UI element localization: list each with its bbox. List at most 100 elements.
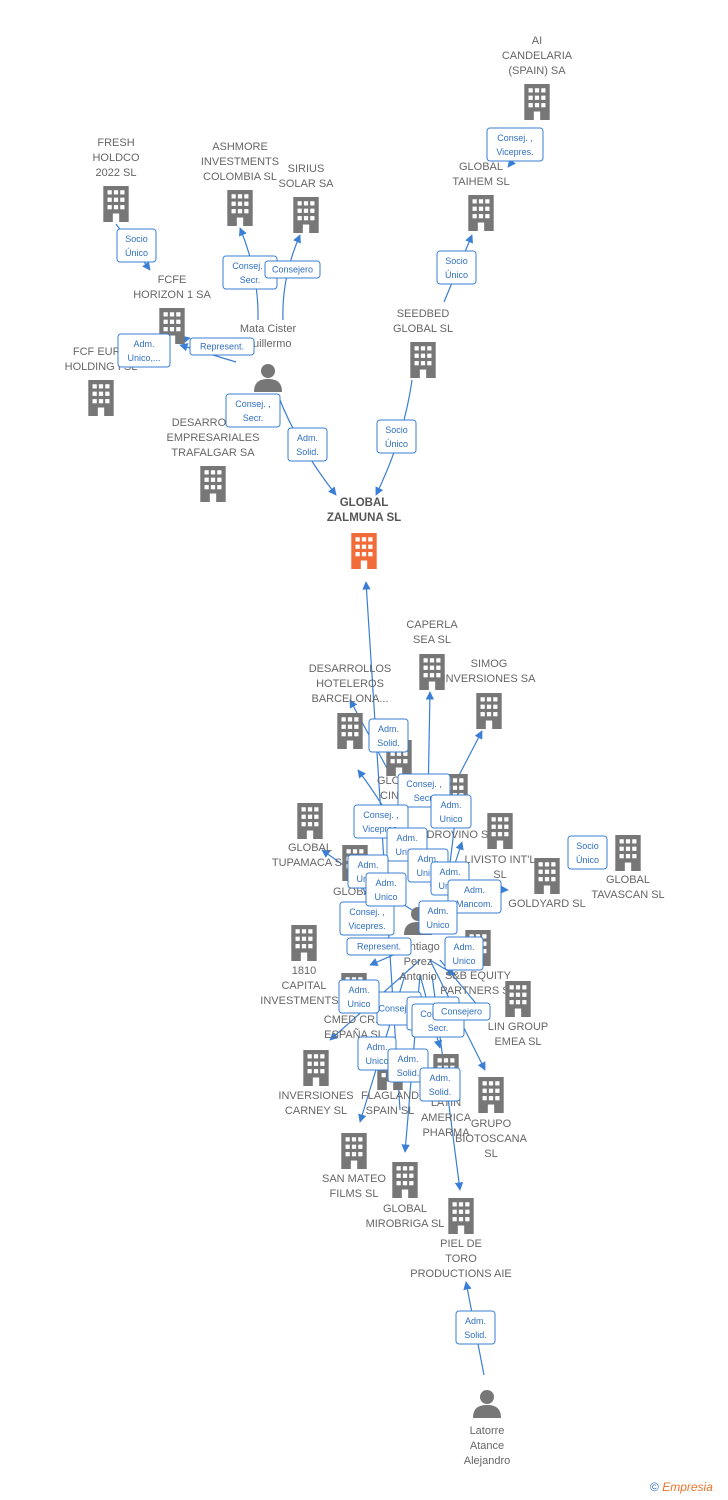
node-label-line: FCFE: [158, 274, 187, 286]
relation-badge[interactable]: Adm.Unico: [338, 979, 380, 1014]
badge-text: Adm.: [297, 433, 318, 443]
badge-text: Adm.: [464, 885, 485, 895]
building-icon: [291, 925, 317, 961]
node-label-line: CAPERLA: [406, 619, 458, 631]
badge-text: Unico: [365, 1056, 388, 1066]
node-label-line: Antonio: [399, 971, 436, 983]
node-label-line: CANDELARIA: [502, 50, 573, 62]
node-label-line: PRODUCTIONS AIE: [410, 1268, 511, 1280]
node-label-line: SIRIUS: [288, 163, 325, 175]
empresia-logo[interactable]: Empresia: [662, 1480, 713, 1494]
relation-badge[interactable]: Adm.Unico,...: [117, 333, 171, 368]
badge-text: Mancom.: [456, 899, 493, 909]
node-label-line: DESARROLLOS: [309, 663, 392, 675]
relation-badge[interactable]: Consejero: [264, 260, 321, 279]
building-icon: [303, 1050, 329, 1086]
badge-text: Adm.: [439, 867, 460, 877]
badge-box: [447, 879, 502, 914]
node-label-line: Mata Cister: [240, 323, 297, 335]
company-node-goldyard[interactable]: GOLDYARD SL: [508, 858, 586, 910]
node-label-line: PHARMA: [422, 1127, 470, 1139]
badge-text: Adm.: [375, 878, 396, 888]
badge-text: Consej. ,: [232, 261, 268, 271]
badge-box: [486, 127, 544, 162]
node-label-line: TORO: [445, 1253, 477, 1265]
relation-badge[interactable]: Consej. ,Vicepres.: [339, 901, 395, 936]
badge-text: Vicepres.: [348, 921, 385, 931]
badge-box: [432, 1002, 491, 1021]
badge-text: Adm.: [396, 833, 417, 843]
badge-text: Consej. ,: [497, 133, 533, 143]
node-label-line: GLOBAL: [383, 1203, 427, 1215]
relation-badge[interactable]: Consej. ,Vicepres.: [486, 127, 544, 162]
node-label-line: BIOTOSCANA: [455, 1133, 528, 1145]
relation-badge[interactable]: Adm. Mancom.: [447, 879, 502, 914]
badge-text: Adm.: [429, 1073, 450, 1083]
node-label-line: LIVISTO INT'L: [465, 854, 536, 866]
node-label-line: TAIHEM SL: [452, 176, 509, 188]
badge-text: Único: [125, 248, 148, 258]
copyright-symbol: ©: [650, 1480, 659, 1494]
relation-badge[interactable]: Adm.Solid.: [387, 1048, 429, 1083]
node-label-line: HOLDCO: [92, 152, 140, 164]
company-node-desarrollos-hoteleros[interactable]: DESARROLLOSHOTELEROSBARCELONA...: [309, 663, 392, 749]
relation-badge[interactable]: Adm.Unico: [365, 872, 407, 907]
building-icon: [505, 981, 531, 1017]
node-label-line: INVESTMENTS: [201, 156, 279, 168]
building-icon: [478, 1077, 504, 1113]
relation-badge[interactable]: Consej. ,Secr.: [225, 393, 281, 428]
relation-badge[interactable]: Adm.Solid.: [287, 427, 328, 462]
badge-box: [117, 333, 171, 368]
building-icon: [476, 693, 502, 729]
relation-badge[interactable]: Adm.Solid.: [419, 1067, 461, 1102]
relation-badge[interactable]: Adm.Unico: [444, 936, 484, 971]
badge-text: Adm.: [357, 860, 378, 870]
relation-badge[interactable]: Adm.Solid.: [455, 1310, 496, 1345]
relation-badge[interactable]: Represent.: [189, 337, 255, 356]
node-label-line: PARTNERS SL: [440, 985, 515, 997]
relation-badge[interactable]: Adm.Unico: [418, 900, 458, 935]
relation-badge[interactable]: Consej. ,Secr.: [222, 255, 278, 290]
relation-badge[interactable]: Consejero: [432, 1002, 491, 1021]
relation-badge[interactable]: Adm.Unico: [430, 794, 472, 829]
badge-text: Unico: [452, 956, 475, 966]
company-node-livisto[interactable]: LIVISTO INT'LSL: [465, 813, 536, 881]
company-node-capital-1810[interactable]: 1810CAPITALINVESTMENTS...: [260, 925, 348, 1007]
building-icon: [200, 466, 226, 502]
building-icon: [487, 813, 513, 849]
company-node-hidrovino[interactable]: HIDROVINO SL: [416, 774, 495, 841]
relation-badge[interactable]: Represent.: [346, 937, 412, 956]
node-label-line: SPAIN SL: [366, 1105, 415, 1117]
node-label-line: TRAFALGAR SA: [171, 447, 255, 459]
badge-text: Único: [576, 855, 599, 865]
relation-badge[interactable]: Adm.Solid.: [368, 718, 409, 753]
